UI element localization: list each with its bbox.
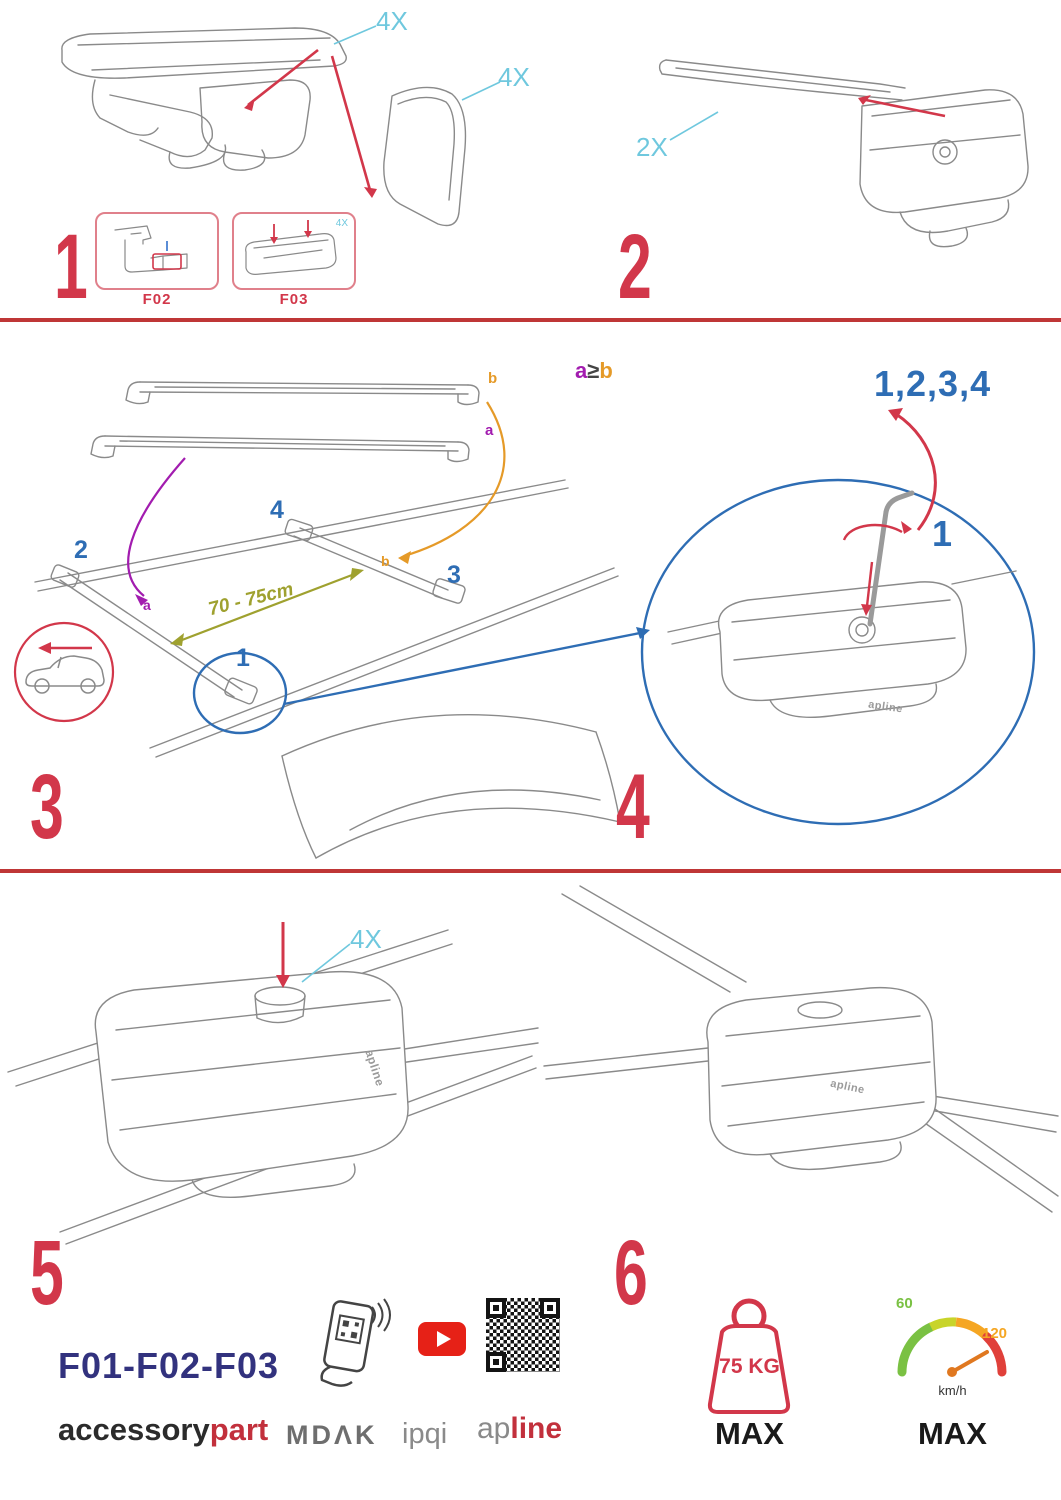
step2-leader-line (669, 111, 719, 141)
f03-part-drawing (245, 220, 337, 275)
scan-qr-phone-icon (320, 1298, 391, 1387)
car-direction-inset (13, 621, 115, 723)
roof-rails-drawing (34, 479, 619, 758)
step1-quantity-label-side: 4X (498, 62, 530, 92)
step-number-4: 4 (616, 756, 650, 858)
cover-shell-drawing (383, 86, 467, 227)
detail-zoom-circle (640, 478, 1036, 826)
bar-a-curve-arrow (127, 457, 186, 606)
foot-and-rail-drawing (7, 929, 539, 1245)
inset-part-f03: 4X (232, 212, 356, 290)
crossbar-drawing (658, 59, 906, 101)
qr-finder-tl (486, 1298, 506, 1318)
youtube-icon (418, 1322, 466, 1356)
roof-label-a: a (143, 597, 151, 613)
step3-roof-layout-drawing (13, 381, 650, 859)
rotation-arrow (842, 521, 912, 616)
qr-finder-tr (540, 1298, 560, 1318)
step1-exploded-foot-drawing (61, 25, 501, 227)
max-weight-value: 75 KG (719, 1355, 780, 1378)
mounted-bars-drawing (50, 518, 466, 705)
bar-b-curve-arrow (398, 401, 506, 564)
bar-length-formula: a≥b (575, 360, 613, 382)
accessorypart-logo-accessory: accessory (58, 1412, 210, 1447)
step-number-1: 1 (54, 216, 88, 318)
step4-tightening-detail-drawing (640, 408, 1036, 826)
formula-a: a (575, 358, 588, 383)
speed-low-label: 60 (896, 1295, 913, 1312)
foot-with-key-drawing (667, 490, 1017, 718)
f03-quantity-label: 4X (335, 218, 348, 229)
apline-logo-line: line (510, 1412, 563, 1445)
inset-part-f02 (95, 212, 219, 290)
foot-drawing (859, 89, 1029, 248)
f02-part-drawing (114, 225, 188, 273)
accessorypart-logo: accessorypart (58, 1414, 268, 1445)
apline-logo: apline (477, 1414, 562, 1444)
speed-unit-label: km/h (938, 1383, 967, 1398)
formula-b: b (599, 358, 613, 383)
sequence-start-label: 1 (932, 513, 953, 554)
step6-finished-foot-drawing (543, 885, 1059, 1213)
f02-highlight-box (152, 253, 182, 270)
apline-logo-ap: ap (477, 1412, 511, 1445)
position-label-4: 4 (270, 496, 284, 524)
step5-quantity-label: 4X (350, 924, 382, 954)
repeat-sequence-arrow (888, 408, 937, 531)
finished-foot-drawing (543, 885, 1059, 1213)
speedometer-needle (950, 1350, 989, 1374)
speedometer-icon (897, 1317, 1007, 1377)
bar-label-a: a (485, 422, 494, 439)
section-divider-1 (0, 318, 1061, 322)
max-weight-icon (707, 1298, 791, 1414)
step1-quantity-label-top: 4X (376, 6, 408, 36)
accessorypart-logo-part: part (209, 1412, 269, 1447)
max-weight-label: MAX (715, 1416, 784, 1451)
roof-label-b: b (381, 553, 390, 569)
distance-arrow (170, 568, 364, 646)
position-label-2: 2 (74, 536, 88, 564)
step-number-6: 6 (614, 1222, 648, 1324)
inset-label-f02: F02 (142, 291, 172, 308)
qr-finder-bl (486, 1352, 506, 1372)
step5-cap-install-drawing (7, 922, 539, 1245)
formula-gte: ≥ (587, 358, 600, 383)
step-number-3: 3 (30, 756, 64, 858)
step1-leader-lines (333, 25, 501, 101)
crossbar-end-drawing (61, 27, 347, 171)
car-body-drawing (281, 714, 621, 859)
sequence-label: 1,2,3,4 (874, 363, 992, 404)
step2-bar-insert-drawing (658, 59, 1029, 248)
qr-code (486, 1298, 560, 1372)
model-code: F01-F02-F03 (58, 1345, 280, 1386)
step-number-2: 2 (618, 216, 652, 318)
speed-high-label: 120 (982, 1325, 1008, 1342)
step-number-5: 5 (30, 1222, 64, 1324)
step2-quantity-label: 2X (636, 132, 668, 162)
play-icon (436, 1331, 451, 1347)
inset-label-f03: F03 (279, 291, 309, 308)
loose-bars-drawing (90, 381, 480, 463)
mdak-logo: MDΛK (286, 1420, 378, 1450)
cap-press-arrow (276, 922, 290, 988)
step1-assembly-arrows (244, 48, 377, 198)
ipqi-logo: ipqi (402, 1418, 448, 1450)
position-label-1: 1 (236, 644, 250, 672)
position-label-3: 3 (447, 561, 461, 589)
bar-label-b: b (488, 370, 498, 387)
max-speed-label: MAX (918, 1416, 987, 1451)
step5-leader-line (301, 943, 351, 983)
section-divider-2 (0, 869, 1061, 873)
step2-insert-arrow (858, 95, 946, 118)
f03-insert-arrows (270, 220, 312, 244)
